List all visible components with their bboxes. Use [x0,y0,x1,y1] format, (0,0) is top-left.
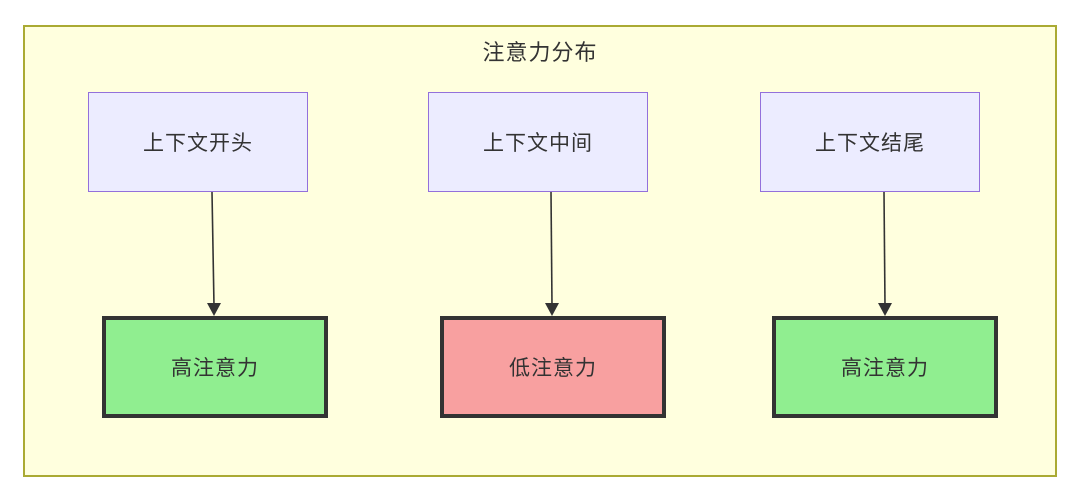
node-context-end[interactable]: 上下文结尾 [760,92,980,192]
node-context-middle[interactable]: 上下文中间 [428,92,648,192]
node-label: 低注意力 [509,357,597,380]
node-context-start[interactable]: 上下文开头 [88,92,308,192]
node-label: 上下文中间 [483,132,593,155]
node-high-attention-end[interactable]: 高注意力 [772,316,998,418]
node-label: 高注意力 [171,357,259,380]
node-high-attention-start[interactable]: 高注意力 [102,316,328,418]
node-low-attention-middle[interactable]: 低注意力 [440,316,666,418]
subgraph-title: 注意力分布 [482,40,598,65]
node-label: 上下文结尾 [815,132,925,155]
node-label: 高注意力 [841,357,929,380]
node-label: 上下文开头 [143,132,253,155]
